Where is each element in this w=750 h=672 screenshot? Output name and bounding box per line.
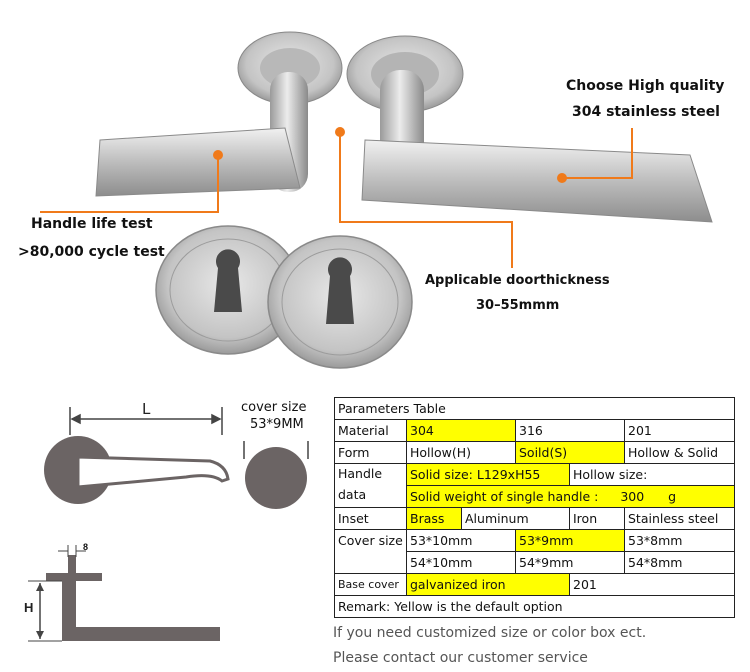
base-cover-option-iron: galvanized iron xyxy=(406,573,570,596)
handle-top-view xyxy=(44,436,230,504)
inset-label: Inset xyxy=(334,507,407,530)
inset-option-stainless: Stainless steel xyxy=(624,507,735,530)
material-option-304: 304 xyxy=(406,419,516,442)
cover-size-row-label: Cover size xyxy=(334,529,407,574)
base-cover-label: Base cover xyxy=(334,573,407,596)
hollow-size: Hollow size: xyxy=(569,463,735,486)
product-photo xyxy=(40,31,713,369)
life-test-callout-line1: Handle life test xyxy=(31,216,153,232)
remark-text: Remark: Yellow is the default option xyxy=(334,595,735,618)
cover-size-54-8: 54*8mm xyxy=(624,551,735,574)
key-escutcheon-right xyxy=(267,235,413,369)
length-dimension xyxy=(69,407,223,435)
parameters-table: Parameters Table Material 304 316 201 Fo… xyxy=(334,397,735,618)
solid-weight-label: Solid weight of single handle : xyxy=(410,489,599,504)
material-option-201: 201 xyxy=(624,419,735,442)
form-row: Form Hollow(H) Soild(S) Hollow & Solid xyxy=(334,441,735,464)
form-option-hollow: Hollow(H) xyxy=(406,441,516,464)
quality-callout-line2: 304 stainless steel xyxy=(572,104,720,120)
footer-note-line1: If you need customized size or color box… xyxy=(333,625,647,641)
cover-size-row-2: 54*10mm 54*9mm 54*8mm xyxy=(335,551,735,574)
inset-option-iron: Iron xyxy=(569,507,625,530)
solid-size: Solid size: L129xH55 xyxy=(406,463,570,486)
cover-size-54-9: 54*9mm xyxy=(515,551,625,574)
footer-note-line2: Please contact our customer service xyxy=(333,650,588,666)
table-title: Parameters Table xyxy=(334,397,735,420)
material-row: Material 304 316 201 xyxy=(334,419,735,442)
handle-data-label-line2: data xyxy=(338,487,367,502)
cover-size-53-10: 53*10mm xyxy=(406,529,516,552)
cover-circle xyxy=(245,447,307,509)
thickness-label: 8 xyxy=(83,542,89,552)
height-label: H xyxy=(24,600,34,615)
cover-size-value: 53*9MM xyxy=(250,417,304,432)
handle-data-label-line1: Handle xyxy=(338,466,383,481)
dimension-diagrams xyxy=(28,407,309,642)
handle-data-row-2: Solid weight of single handle : 300 g xyxy=(335,485,735,508)
solid-weight-unit: g xyxy=(668,489,677,504)
door-thickness-callout-line2: 30–55mmm xyxy=(476,298,560,313)
form-option-hollow-solid: Hollow & Solid xyxy=(624,441,735,464)
length-label: L xyxy=(142,400,151,418)
material-option-316: 316 xyxy=(515,419,625,442)
remark-row: Remark: Yellow is the default option xyxy=(334,595,735,618)
cover-size-53-8: 53*8mm xyxy=(624,529,735,552)
handle-data-row-1: Handle data Solid size: L129xH55 Hollow … xyxy=(334,463,735,508)
left-handle-image xyxy=(95,31,343,197)
inset-option-brass: Brass xyxy=(406,507,462,530)
cover-size-label: cover size xyxy=(241,400,307,415)
inset-option-aluminum: Aluminum xyxy=(461,507,570,530)
handle-data-label: Handle data xyxy=(334,463,407,508)
callout-dots xyxy=(213,127,567,183)
life-test-callout-line2: >80,000 cycle test xyxy=(18,244,165,260)
cover-size-53-9: 53*9mm xyxy=(515,529,625,552)
form-option-solid: Soild(S) xyxy=(515,441,625,464)
quality-callout-line1: Choose High quality xyxy=(566,78,725,94)
solid-weight-value: 300 xyxy=(620,489,645,504)
cover-size-row-1: Cover size 53*10mm 53*9mm 53*8mm xyxy=(334,529,735,574)
solid-weight: Solid weight of single handle : 300 g xyxy=(406,485,735,508)
base-cover-row: Base cover galvanized iron 201 xyxy=(334,573,735,596)
callout-lines xyxy=(40,128,633,268)
inset-row: Inset Brass Aluminum Iron Stainless stee… xyxy=(334,507,735,530)
door-thickness-callout-line1: Applicable doorthickness xyxy=(425,273,610,288)
cover-size-54-10: 54*10mm xyxy=(406,551,516,574)
base-cover-option-201: 201 xyxy=(569,573,735,596)
material-label: Material xyxy=(334,419,407,442)
right-handle-image xyxy=(346,35,713,223)
handle-side-view xyxy=(28,545,220,642)
form-label: Form xyxy=(334,441,407,464)
table-title-row: Parameters Table xyxy=(334,397,735,420)
